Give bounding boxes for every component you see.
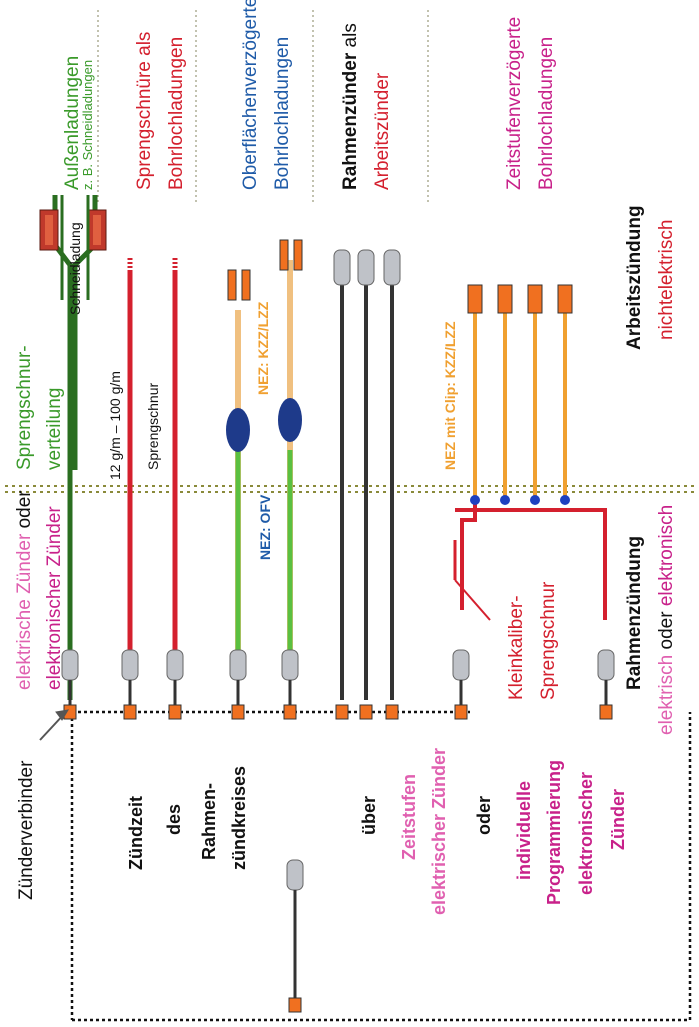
label-kleinkaliber-1: Kleinkaliber- [506,595,527,700]
label-nichtelektrisch: nichtelektrisch [656,220,677,340]
box-oder: oder [474,796,494,835]
header-oberflaechen-2: Bohrlochladungen [272,37,293,190]
header-rahmenzuender-1: Rahmenzünder als [340,23,361,190]
header-oberflaechen-1: Oberflächenverzögerte [240,0,261,190]
top-headers: Außenladungen z. B. Schneidladungen Spre… [62,0,557,190]
col3-oberflaechen [226,239,303,665]
box-rahmen: Rahmen- [199,783,219,860]
box-zuendzeit: Zündzeit [126,796,146,870]
header-sprengschnuere-2: Bohrlochladungen [166,37,187,190]
label-oder-2: oder [656,606,677,655]
label-schneidladung: Schneidladung [67,222,83,315]
label-elektronisch: elektronisch [656,505,677,606]
label-nez-clip: NEZ mit Clip: KZZ/LZZ [442,321,458,470]
col4-rahmen [333,249,401,700]
label-sprengschnurverteilung-2: verteilung [44,388,65,470]
col5-zeitstufen [453,284,607,621]
header-rahmenzuender-2: Arbeitszünder [372,72,393,190]
label-elektrische-zuender: elektrische Zünder oder [14,490,35,690]
header-zeitstufen-1: Zeitstufenverzögerte [504,17,525,190]
header-rahmenzuender-bold: Rahmenzünder [340,52,361,190]
label-elektrisch-oder-elektronisch: elektrisch oder elektronisch [656,505,677,735]
label-elektrisch: elektrisch [656,655,677,735]
zuenderverbinder-arrow [39,709,69,741]
label-elektrische: elektrische Zünder [14,533,35,690]
box-ueber: über [359,796,379,835]
connector-box [70,710,692,1022]
header-zeitstufen-2: Bohrlochladungen [536,37,557,190]
label-zuenderverbinder: Zünderverbinder [16,760,37,900]
box-zuender: Zünder [608,789,628,850]
box-zeitstufen: Zeitstufen [399,774,419,860]
label-oder: oder [14,490,35,534]
label-nez-kzz: NEZ: KZZ/LZZ [255,301,271,395]
label-rahmenzuendung: Rahmenzündung [624,536,645,690]
label-nez-ofv: NEZ: OFV [257,494,273,560]
label-sprengschnur: Sprengschnur [145,382,161,470]
box-elektrischer-zuender: elektrischer Zünder [429,748,449,915]
header-ausenladungen-1: Außenladungen [62,56,83,190]
box-programmierung: Programmierung [544,760,564,905]
label-sprengschnurverteilung-1: Sprengschnur- [14,345,35,470]
label-elektronischer-zuender: elektronischer Zünder [44,506,65,690]
box-zuendkreises: zündkreises [229,766,249,870]
col2-sprengschnur [127,258,178,660]
label-gm-range: 12 g/m – 100 g/m [107,371,123,480]
label-arbeitszuendung: Arbeitszündung [624,205,645,350]
box-des: des [164,804,184,835]
zone-separator [5,485,695,493]
diagram-labels: Sprengschnur- verteilung Schneidladung 1… [14,205,677,900]
detonators [61,649,615,1013]
box-individuelle: individuelle [514,781,534,880]
header-sprengschnuere-1: Sprengschnüre als [134,32,155,190]
box-elektronischer: elektronischer [576,772,596,895]
header-rahmenzuender-als: als [340,23,361,53]
header-ausenladungen-2: z. B. Schneidladungen [80,60,95,190]
label-kleinkaliber-2: Sprengschnur [538,581,559,700]
box-text: Zündzeit des Rahmen- zündkreises über Ze… [126,748,628,915]
